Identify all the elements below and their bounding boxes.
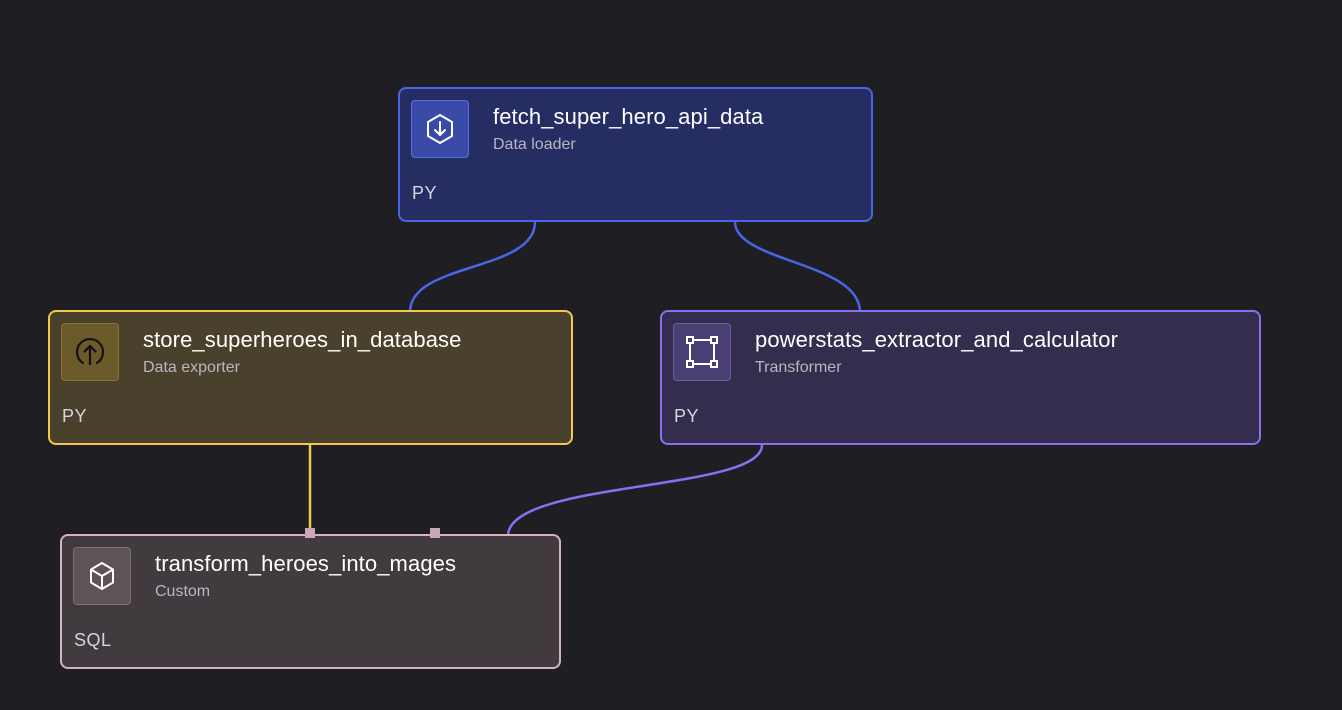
edge-transformer-to-custom (506, 444, 764, 537)
block-title: store_superheroes_in_database (143, 327, 462, 352)
block-title: transform_heroes_into_mages (155, 551, 457, 576)
upload-icon (61, 323, 119, 381)
block-language: SQL (74, 630, 112, 650)
block-language: PY (62, 406, 88, 426)
edge-loader-to-transformer (733, 221, 862, 313)
input-port[interactable] (430, 528, 440, 538)
transform-frame-icon (673, 323, 731, 381)
block-transform-heroes-into-mages[interactable]: transform_heroes_into_mages Custom SQL (60, 534, 561, 669)
block-language: PY (412, 183, 438, 203)
edge-loader-to-exporter (408, 221, 537, 313)
block-title: powerstats_extractor_and_calculator (755, 327, 1119, 352)
block-type-label: Data loader (493, 136, 576, 153)
block-type-label: Custom (155, 583, 211, 600)
cube-icon (73, 547, 131, 605)
input-port[interactable] (305, 528, 315, 538)
download-icon (411, 100, 469, 158)
block-language: PY (674, 406, 700, 426)
block-powerstats-extractor-and-calculator[interactable]: powerstats_extractor_and_calculator Tran… (660, 310, 1261, 445)
block-title: fetch_super_hero_api_data (493, 104, 764, 129)
block-type-label: Transformer (755, 359, 842, 376)
block-fetch-super-hero-api-data[interactable]: fetch_super_hero_api_data Data loader PY (398, 87, 873, 222)
block-store-superheroes-in-database[interactable]: store_superheroes_in_database Data expor… (48, 310, 573, 445)
block-type-label: Data exporter (143, 359, 240, 376)
